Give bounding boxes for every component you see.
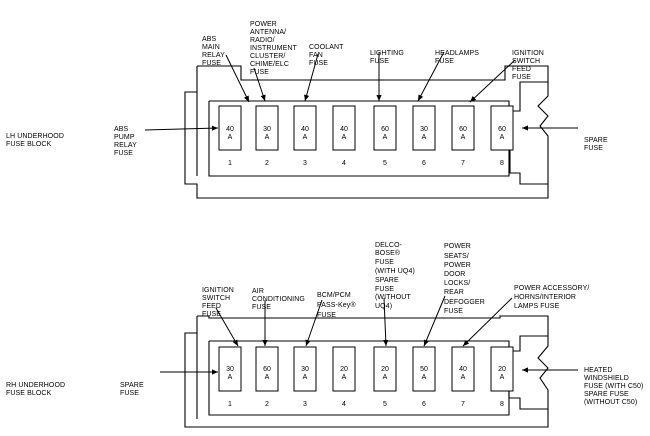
fuse-number: 7 [461, 160, 465, 167]
lh-fuse-6 [412, 105, 436, 151]
lh-fuse-7 [451, 105, 475, 151]
fuse-number: 1 [228, 160, 232, 167]
rh-arrow-delco-bose [383, 297, 387, 347]
rh-fuse-5 [373, 346, 397, 392]
lh-block-inner-outline [208, 100, 510, 177]
fuse-number: 5 [383, 160, 387, 167]
lh-arrow-abs-main [225, 54, 250, 103]
rh-fuse-8 [490, 346, 514, 392]
fuse-number: 3 [303, 160, 307, 167]
lh-fuse-1 [218, 105, 242, 151]
rh-arrow-air-conditioning-head [262, 340, 268, 346]
rh-fuse-4 [332, 346, 356, 392]
lh-fuse-2 [255, 105, 279, 151]
rh-arrow-ignition [215, 307, 239, 347]
rh-break-symbol [537, 336, 549, 409]
rh-fuse-7 [451, 346, 475, 392]
rh-arrow-spare-head [212, 369, 218, 375]
lh-arrow-power-antenna-head [260, 94, 266, 101]
rh-fuse-2 [255, 346, 279, 392]
fuse-number: 6 [422, 401, 426, 408]
lh-arrow-ignition [469, 59, 516, 103]
lh-arrow-headlamps [417, 51, 445, 102]
lh-arrow-ignition-head [470, 96, 477, 102]
fuse-number: 7 [461, 401, 465, 408]
fuse-number: 3 [303, 401, 307, 408]
rh-arrow-heated-windshield-head [522, 367, 528, 373]
lh-arrow-abs-pump-head [211, 125, 218, 131]
lh-block-outline [184, 65, 549, 199]
rh-fuse-3 [293, 346, 317, 392]
lh-arrow-headlamps-head [418, 94, 424, 101]
rh-arrow-bcm-pcm-head [305, 339, 311, 346]
lh-arrow-spare-head [522, 125, 528, 131]
lh-fuse-8 [490, 105, 514, 151]
fuse-number: 8 [500, 160, 504, 167]
fuse-number: 4 [342, 160, 346, 167]
fuse-number: 2 [265, 160, 269, 167]
rh-arrow-power-seats-head [423, 339, 429, 346]
lh-arrow-lighting-head [376, 95, 382, 101]
fuse-number: 2 [265, 401, 269, 408]
lh-arrow-abs-main-head [244, 95, 249, 102]
rh-block-inner-outline [208, 340, 510, 416]
fuse-number: 1 [228, 401, 232, 408]
rh-arrow-power-accessory [462, 297, 513, 347]
fuse-number: 5 [383, 401, 387, 408]
rh-arrow-power-seats [423, 295, 446, 347]
lh-fuse-3 [293, 105, 317, 151]
lh-fuse-5 [373, 105, 397, 151]
rh-arrow-ignition-head [232, 339, 238, 346]
rh-fuse-6 [412, 346, 436, 392]
fuse-number: 8 [500, 401, 504, 408]
rh-arrow-power-accessory-head [463, 339, 470, 346]
rh-arrow-bcm-pcm [305, 299, 323, 347]
lh-arrow-abs-pump [144, 127, 219, 131]
lh-arrow-coolant [304, 53, 319, 102]
rh-arrow-delco-bose-head [383, 339, 389, 346]
fuse-number: 4 [342, 401, 346, 408]
lh-break-symbol [537, 82, 549, 184]
lh-fuse-4 [332, 105, 356, 151]
fuse-number: 6 [422, 160, 426, 167]
rh-fuse-1 [218, 346, 242, 392]
lh-arrow-coolant-head [304, 94, 310, 101]
